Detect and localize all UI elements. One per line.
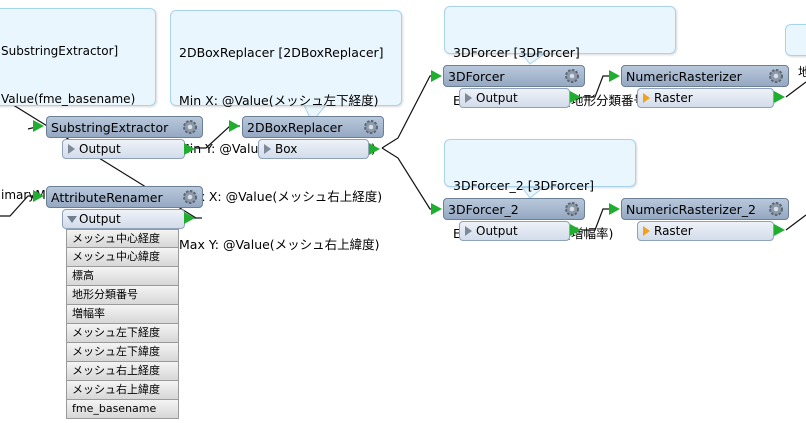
annotation-line: Max Y: @Value(メッシュ右上緯度) [179, 237, 380, 252]
link-rasterizer-out[interactable] [785, 81, 806, 98]
input-connector[interactable] [33, 120, 44, 132]
annotation-line: Max X: @Value(メッシュ右上経度) [179, 189, 383, 204]
port-label: Box [275, 142, 298, 156]
gear-icon[interactable] [563, 200, 581, 218]
link-forcer2-to-rasterizer2[interactable] [583, 208, 613, 231]
annotation-3dforcer-2[interactable]: 3DForcer_2 [3DForcer] Elevation: @Value(… [444, 139, 636, 241]
input-connector[interactable] [33, 190, 44, 202]
port-label: Raster [654, 224, 693, 238]
transformer-title: SubstringExtractor [51, 120, 169, 135]
annotation-3dforcer[interactable]: 3DForcer [3DForcer] Elevation: @Value(地形… [444, 6, 676, 108]
attribute-item[interactable]: メッシュ左下経度 [66, 324, 179, 343]
triangle-right-icon[interactable] [465, 93, 472, 103]
attribute-item[interactable]: 増幅率 [66, 305, 179, 324]
attribute-item[interactable]: メッシュ中心経度 [66, 229, 179, 248]
triangle-right-icon[interactable] [465, 226, 472, 236]
port-label: Output [79, 142, 121, 156]
output-port[interactable]: Output [459, 88, 570, 108]
attribute-item[interactable]: メッシュ右上緯度 [66, 381, 179, 400]
annotation-line: 2DBoxReplacer [2DBoxReplacer] [179, 45, 384, 60]
attribute-list: メッシュ中心経度 メッシュ中心緯度 標高 地形分類番号 増幅率 メッシュ左下経度… [66, 229, 179, 419]
output-connector[interactable] [184, 212, 195, 224]
input-connector[interactable] [609, 203, 620, 215]
gear-icon[interactable] [181, 118, 199, 136]
output-connector[interactable] [570, 91, 581, 103]
annotation-substring-extractor[interactable]: SubstringExtractor] Value(fme_basename) … [0, 8, 156, 202]
output-port[interactable]: Raster [637, 88, 774, 108]
input-connector[interactable] [431, 203, 442, 215]
link-forcer-to-rasterizer[interactable] [583, 75, 613, 98]
attribute-item[interactable]: 標高 [66, 267, 179, 286]
output-port[interactable]: Output [459, 221, 570, 241]
input-connector[interactable] [609, 70, 620, 82]
port-label: Output [476, 224, 518, 238]
annotation-2dboxreplacer[interactable]: 2DBoxReplacer [2DBoxReplacer] Min X: @Va… [170, 10, 402, 252]
gear-icon[interactable] [767, 67, 785, 85]
input-connector[interactable] [229, 120, 240, 132]
transformer-numeric-rasterizer[interactable]: NumericRasterizer [621, 65, 789, 87]
triangle-right-icon[interactable] [264, 144, 271, 154]
output-connector[interactable] [369, 143, 380, 155]
output-connector[interactable] [774, 224, 785, 236]
transformer-title: NumericRasterizer [626, 69, 742, 84]
output-port-expanded[interactable]: Output [62, 209, 185, 229]
port-label: Raster [654, 91, 693, 105]
transformer-title: 3DForcer_2 [448, 202, 519, 217]
annotation-line: 3DForcer_2 [3DForcer] [453, 178, 595, 193]
gear-icon[interactable] [362, 118, 380, 136]
annotation-line: 地 [798, 65, 806, 79]
transformer-substring-extractor[interactable]: SubstringExtractor [46, 116, 203, 138]
transformer-title: NumericRasterizer_2 [626, 202, 757, 217]
annotation-edge[interactable]: 地 [785, 24, 806, 79]
output-port[interactable]: Output [62, 139, 185, 159]
gear-icon[interactable] [181, 188, 199, 206]
port-label: Output [79, 212, 121, 226]
transformer-attribute-renamer[interactable]: AttributeRenamer [46, 186, 203, 208]
attribute-item[interactable]: 地形分類番号 [66, 286, 179, 305]
raster-triangle-icon[interactable] [643, 226, 650, 236]
attribute-item[interactable]: fme_basename [66, 400, 179, 419]
port-label: Output [476, 91, 518, 105]
output-port[interactable]: Raster [637, 221, 774, 241]
attribute-item[interactable]: メッシュ右上経度 [66, 362, 179, 381]
transformer-title: 3DForcer [448, 69, 505, 84]
transformer-2dboxreplacer[interactable]: 2DBoxReplacer [242, 116, 384, 138]
transformer-numeric-rasterizer-2[interactable]: NumericRasterizer_2 [621, 198, 789, 220]
annotation-line: 3DForcer [3DForcer] [453, 45, 580, 60]
gear-icon[interactable] [563, 67, 581, 85]
transformer-3dforcer-2[interactable]: 3DForcer_2 [443, 198, 585, 220]
gear-icon[interactable] [767, 200, 785, 218]
transformer-title: AttributeRenamer [51, 190, 163, 205]
annotation-line: Value(fme_basename) [1, 92, 136, 106]
attribute-item[interactable]: メッシュ左下緯度 [66, 343, 179, 362]
attribute-item[interactable]: メッシュ中心緯度 [66, 248, 179, 267]
input-connector[interactable] [431, 70, 442, 82]
raster-triangle-icon[interactable] [643, 93, 650, 103]
output-connector[interactable] [184, 143, 195, 155]
transformer-title: 2DBoxReplacer [247, 120, 343, 135]
triangle-right-icon[interactable] [68, 144, 75, 154]
link-rasterizer2-out[interactable] [785, 214, 806, 231]
output-connector[interactable] [570, 224, 581, 236]
annotation-line: Min X: @Value(メッシュ左下経度) [179, 93, 379, 108]
output-port[interactable]: Box [258, 139, 369, 159]
output-connector[interactable] [774, 91, 785, 103]
transformer-3dforcer[interactable]: 3DForcer [443, 65, 585, 87]
annotation-line: SubstringExtractor] [1, 44, 119, 58]
triangle-down-icon[interactable] [67, 216, 77, 223]
